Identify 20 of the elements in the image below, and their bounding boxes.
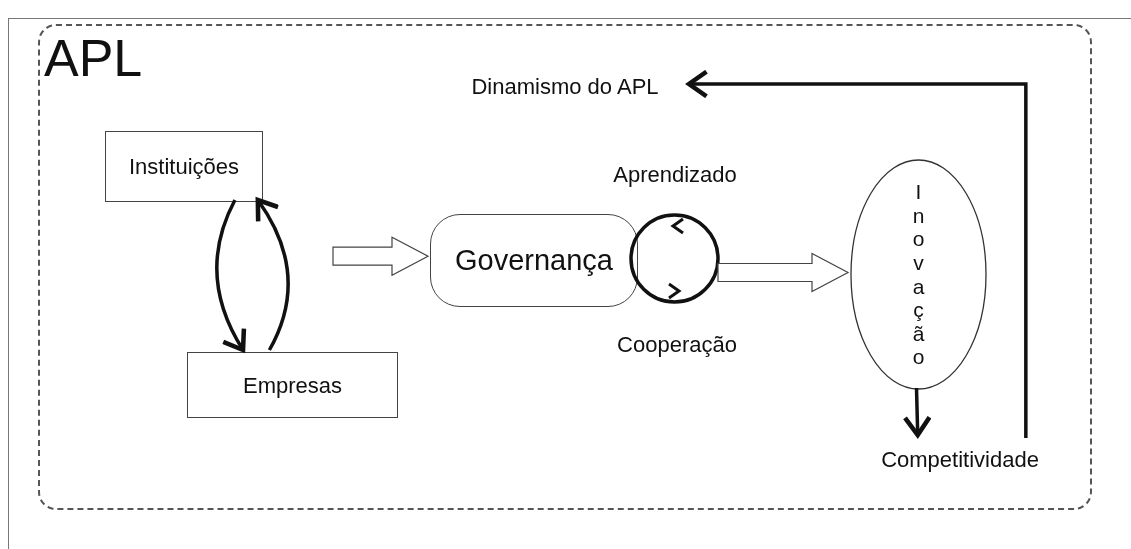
node-label: Competitividade: [881, 445, 1039, 474]
ellipse-node: [850, 159, 987, 390]
process-box: [105, 131, 263, 202]
block-arrow: [332, 236, 430, 277]
cycle-circle: [629, 213, 720, 304]
arrow: [902, 387, 932, 438]
node-label: Empresas: [242, 371, 342, 400]
node-label: Inovação: [911, 180, 926, 369]
group-title: APL: [44, 32, 143, 84]
cycle-label: Cooperação: [616, 331, 738, 359]
block-arrow: [717, 252, 850, 293]
arrow: [215, 199, 247, 353]
rounded-box: [430, 214, 638, 307]
node-label: Dinamismo do APL: [471, 72, 659, 101]
process-box: [187, 352, 398, 418]
node-label: Instituições: [128, 153, 240, 181]
node-label: Governança: [455, 242, 613, 278]
arrow: [255, 197, 290, 351]
arrow: [686, 69, 1028, 438]
cycle-label: Aprendizado: [612, 161, 738, 189]
